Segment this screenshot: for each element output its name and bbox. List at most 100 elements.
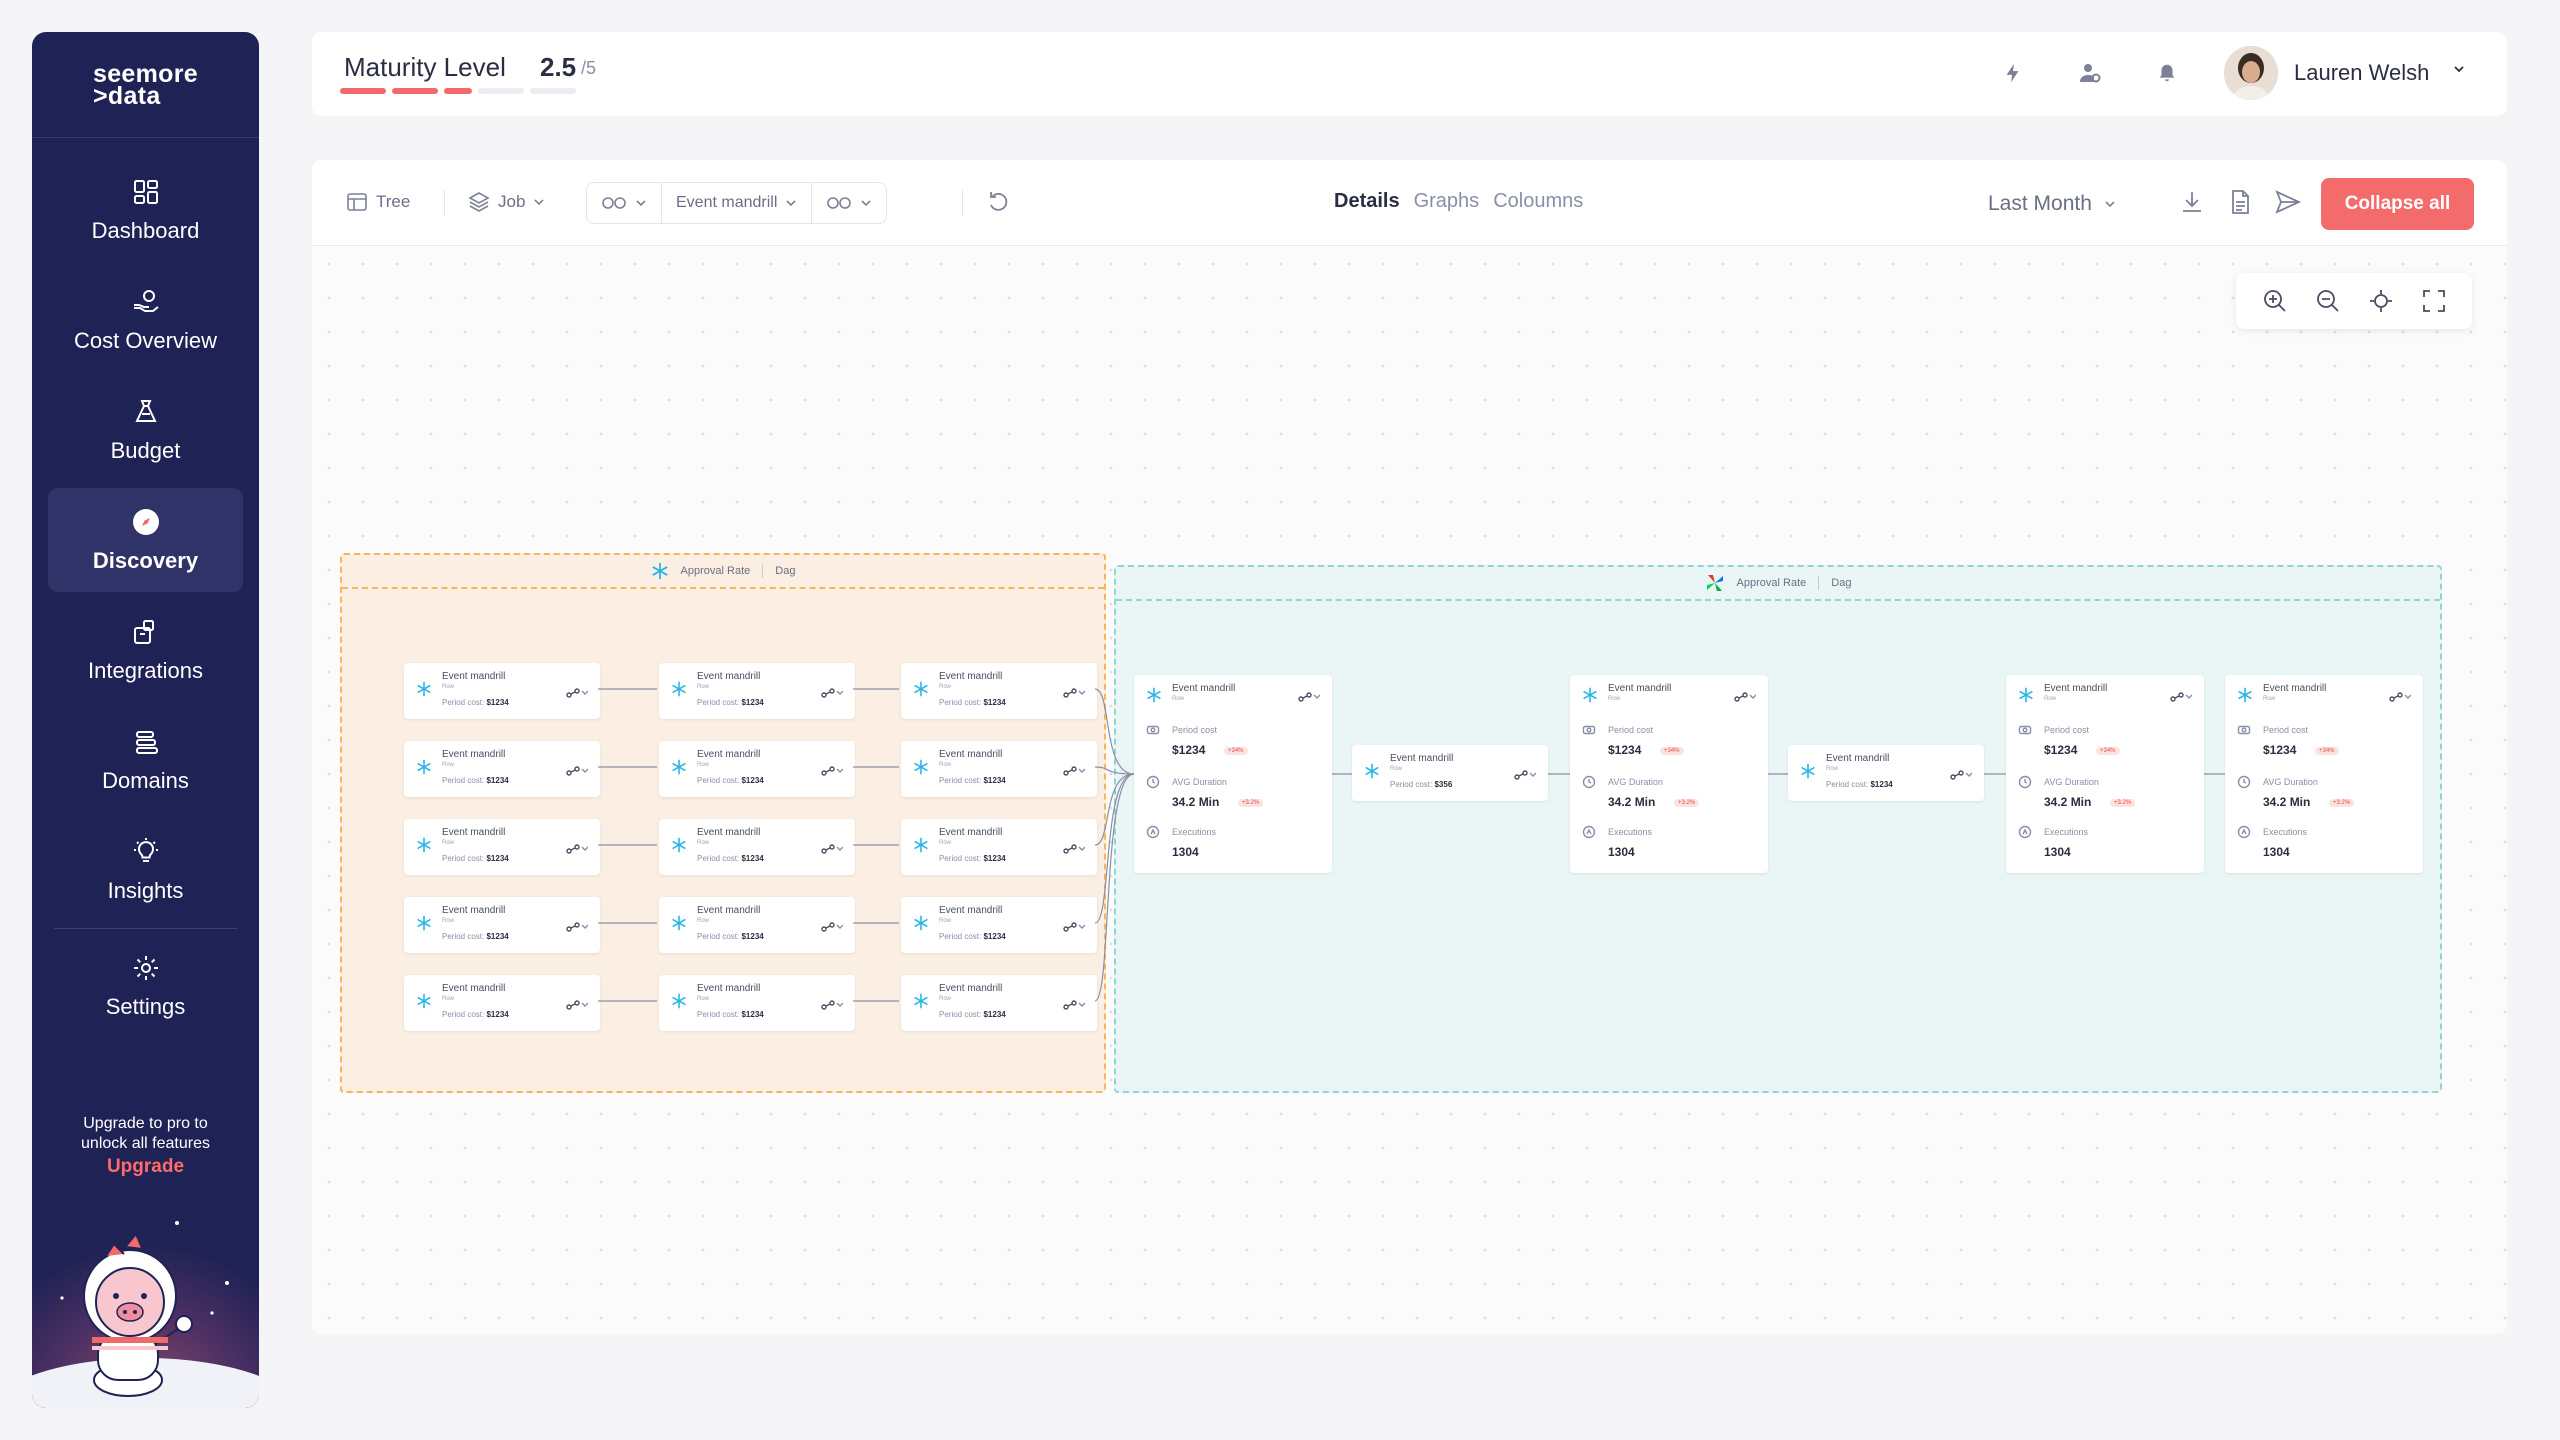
node-actions[interactable] bbox=[821, 919, 844, 937]
lineage-link-icon[interactable] bbox=[566, 688, 589, 698]
avatar[interactable] bbox=[2224, 46, 2278, 100]
lineage-link-icon[interactable] bbox=[1063, 688, 1086, 698]
node-actions[interactable] bbox=[566, 919, 589, 937]
sidebar-item-insights[interactable]: Insights bbox=[48, 818, 243, 922]
tab-details[interactable]: Details bbox=[1334, 190, 1400, 212]
tab-coloumns[interactable]: Coloumns bbox=[1493, 190, 1584, 212]
collapse-all-button[interactable]: Collapse all bbox=[2321, 178, 2474, 230]
node-actions[interactable] bbox=[1063, 841, 1086, 859]
lineage-link-icon[interactable] bbox=[2170, 692, 2193, 702]
lineage-link-icon[interactable] bbox=[821, 688, 844, 698]
sidebar-item-budget[interactable]: Budget bbox=[48, 378, 243, 482]
lineage-link-icon[interactable] bbox=[1298, 692, 1321, 702]
download-icon[interactable] bbox=[2178, 188, 2206, 221]
sidebar-item-discovery[interactable]: Discovery bbox=[48, 488, 243, 592]
lineage-link-icon[interactable] bbox=[566, 766, 589, 776]
node-actions[interactable] bbox=[1063, 763, 1086, 781]
zoom-out-icon[interactable] bbox=[2314, 287, 2342, 315]
lineage-link-icon[interactable] bbox=[566, 1000, 589, 1010]
chevron-down-icon[interactable] bbox=[2452, 62, 2466, 81]
node-actions[interactable] bbox=[566, 763, 589, 781]
node-actions[interactable] bbox=[1063, 685, 1086, 703]
sidebar-item-settings[interactable]: Settings bbox=[48, 934, 243, 1038]
tree-toggle[interactable]: Tree bbox=[346, 182, 410, 222]
node-filter-dropdown[interactable]: Event mandrill bbox=[662, 183, 813, 223]
node-actions[interactable] bbox=[821, 997, 844, 1015]
brand-logo[interactable]: seemore>data bbox=[32, 32, 259, 138]
node-actions[interactable] bbox=[2170, 689, 2193, 707]
node-actions[interactable] bbox=[1734, 689, 1757, 707]
lineage-link-icon[interactable] bbox=[566, 922, 589, 932]
lineage-link-icon[interactable] bbox=[821, 1000, 844, 1010]
lineage-link-icon[interactable] bbox=[821, 766, 844, 776]
node-actions[interactable] bbox=[1298, 689, 1321, 707]
lineage-link-icon[interactable] bbox=[821, 844, 844, 854]
user-settings-icon[interactable] bbox=[2073, 56, 2107, 90]
node-actions[interactable] bbox=[566, 841, 589, 859]
tab-graphs[interactable]: Graphs bbox=[1413, 190, 1480, 212]
node-actions[interactable] bbox=[821, 763, 844, 781]
node-actions[interactable] bbox=[821, 841, 844, 859]
node-actions[interactable] bbox=[821, 685, 844, 703]
lineage-link-icon[interactable] bbox=[1063, 922, 1086, 932]
lineage-link-icon[interactable] bbox=[566, 844, 589, 854]
job-dropdown[interactable]: Job bbox=[468, 182, 545, 222]
node-actions[interactable] bbox=[2389, 689, 2412, 707]
fit-view-icon[interactable] bbox=[2367, 287, 2395, 315]
node-actions[interactable] bbox=[1063, 997, 1086, 1015]
node-actions[interactable] bbox=[566, 997, 589, 1015]
dag-group-approval-rate-2[interactable]: Approval Rate Dag bbox=[1114, 565, 2442, 1093]
node-actions[interactable] bbox=[1063, 919, 1086, 937]
lineage-link-icon[interactable] bbox=[1063, 766, 1086, 776]
bell-icon[interactable] bbox=[2150, 56, 2184, 90]
node-actions[interactable] bbox=[1514, 767, 1537, 785]
lineage-link-icon[interactable] bbox=[821, 922, 844, 932]
fullscreen-icon[interactable] bbox=[2420, 287, 2448, 315]
lineage-link-icon[interactable] bbox=[1950, 770, 1973, 780]
zoom-in-icon[interactable] bbox=[2261, 287, 2289, 315]
node-actions[interactable] bbox=[1950, 767, 1973, 785]
upgrade-link[interactable]: Upgrade bbox=[106, 1156, 185, 1177]
lineage-link-icon[interactable] bbox=[2389, 692, 2412, 702]
period-dropdown[interactable]: Last Month bbox=[1988, 192, 2116, 216]
reset-button[interactable] bbox=[986, 182, 1012, 222]
sidebar-item-domains[interactable]: Domains bbox=[48, 708, 243, 812]
depth-downstream-dropdown[interactable] bbox=[812, 183, 886, 223]
sidebar-item-dashboard[interactable]: Dashboard bbox=[48, 158, 243, 262]
sidebar-item-integrations[interactable]: Integrations bbox=[48, 598, 243, 702]
lineage-link-icon[interactable] bbox=[1734, 692, 1757, 702]
document-icon[interactable] bbox=[2226, 188, 2254, 221]
send-icon[interactable] bbox=[2274, 188, 2302, 221]
lineage-link-icon[interactable] bbox=[1063, 1000, 1086, 1010]
user-name[interactable]: Lauren Welsh bbox=[2294, 60, 2430, 85]
node-actions[interactable] bbox=[566, 685, 589, 703]
lightning-icon[interactable] bbox=[1996, 56, 2030, 90]
sidebar-item-cost-overview[interactable]: Cost Overview bbox=[48, 268, 243, 372]
depth-upstream-dropdown[interactable] bbox=[587, 183, 662, 223]
lineage-link-icon[interactable] bbox=[1514, 770, 1537, 780]
lineage-link-icon[interactable] bbox=[1063, 844, 1086, 854]
